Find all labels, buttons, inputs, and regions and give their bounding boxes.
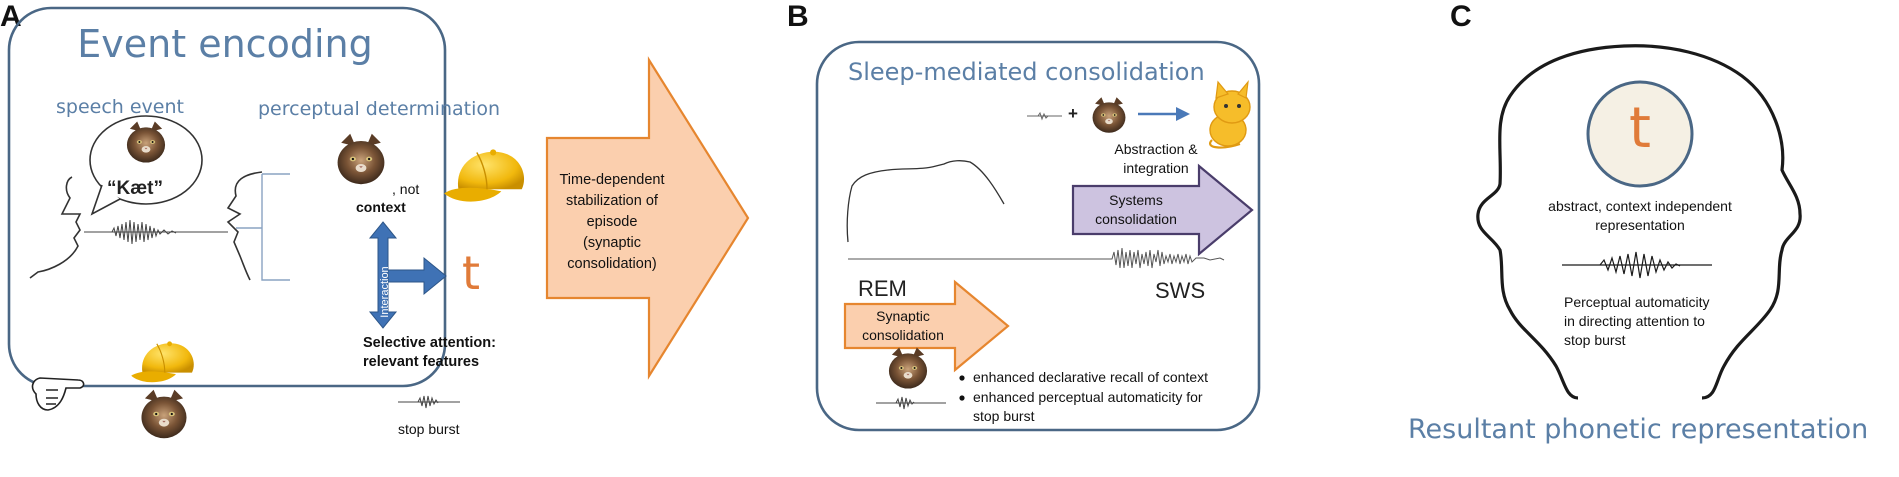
interaction-arrows xyxy=(368,221,447,329)
arrow-line-3: episode xyxy=(586,214,638,230)
attention-bracket xyxy=(236,173,290,281)
perceptual-determination-label: perceptual determination xyxy=(258,98,501,120)
perceptual-automaticity-label: Perceptual automaticity in directing att… xyxy=(1564,293,1764,350)
synaptic-line-1: Synaptic xyxy=(876,308,930,324)
panel-b-cat-icon xyxy=(888,347,928,389)
context-label: context xyxy=(356,199,406,215)
not-label: , not xyxy=(392,181,420,197)
bullet-1-text: enhanced declarative recall of context xyxy=(973,369,1209,385)
panel-b-stop-burst-waveform xyxy=(876,396,946,410)
bullet-2-text: enhanced perceptual automaticity for xyxy=(973,389,1203,405)
sws-label: SWS xyxy=(1155,278,1206,303)
selective-attention-label: Selective attention: xyxy=(363,335,496,351)
systems-consolidation-label: Systems consolidation xyxy=(1076,191,1196,229)
spoken-word: “Kæt” xyxy=(107,178,163,199)
panel-b-box xyxy=(815,40,1261,432)
abstraction-label: Abstraction & integration xyxy=(1086,140,1226,178)
systems-line-2: consolidation xyxy=(1095,211,1177,227)
mini-cat-icon xyxy=(1092,97,1126,133)
systems-line-1: Systems xyxy=(1109,192,1163,208)
speech-event-label: speech event xyxy=(56,96,184,118)
stabilization-arrow xyxy=(545,56,750,380)
percept-line-1: Perceptual automaticity xyxy=(1564,294,1710,310)
synaptic-consolidation-arrow xyxy=(843,279,1010,373)
relevant-features-label: relevant features xyxy=(363,354,480,370)
interaction-label: Interaction xyxy=(379,266,391,317)
perceived-cat-icon xyxy=(337,133,385,185)
sleep-curve xyxy=(846,160,1005,243)
percept-line-2: in directing attention to xyxy=(1564,313,1705,329)
plus-sign: + xyxy=(1068,104,1078,123)
abstract-line-2: representation xyxy=(1595,217,1685,233)
bottom-cat-icon xyxy=(141,389,187,439)
panel-c-letter: C xyxy=(1450,0,1472,33)
panel-a-title: Event encoding xyxy=(77,22,373,66)
t-symbol-a: t xyxy=(462,246,481,300)
head-outline xyxy=(1476,44,1802,400)
representation-circle xyxy=(1586,80,1694,188)
bullet-2-continued: stop burst xyxy=(973,408,1035,424)
synaptic-line-2: consolidation xyxy=(862,327,944,343)
cartoon-cat-icon xyxy=(1209,80,1251,149)
synaptic-consolidation-label: Synaptic consolidation xyxy=(850,307,956,345)
rem-label: REM xyxy=(858,276,907,301)
t-symbol-c: t xyxy=(1629,96,1651,161)
panel-a-box xyxy=(7,6,447,388)
distractor-cap-icon xyxy=(443,148,525,203)
abstract-representation-label: abstract, context independent representa… xyxy=(1520,197,1760,235)
speech-waveform xyxy=(84,219,228,245)
abstraction-line-1: Abstraction & xyxy=(1114,141,1198,157)
panel-b-title: Sleep-mediated consolidation xyxy=(848,58,1205,86)
arrow-line-1: Time-dependent xyxy=(559,172,665,188)
abstraction-line-2: integration xyxy=(1123,160,1189,176)
abstraction-arrow xyxy=(1138,107,1190,121)
panel-c-stop-burst-waveform xyxy=(1562,251,1712,279)
stop-burst-waveform-a xyxy=(398,395,460,409)
pointing-hand-icon xyxy=(31,377,85,411)
stop-burst-label-a: stop burst xyxy=(398,421,460,437)
bullet-dot-1 xyxy=(959,375,965,381)
bullet-dot-2 xyxy=(959,395,965,401)
listener-face-profile xyxy=(226,171,263,281)
systems-consolidation-arrow xyxy=(1071,163,1254,257)
arrow-line-5: consolidation) xyxy=(567,256,657,272)
arrow-line-2: stabilization of xyxy=(566,193,658,209)
speaker-face-profile xyxy=(29,176,82,279)
panel-b-letter: B xyxy=(787,0,809,33)
abstract-line-1: abstract, context independent xyxy=(1548,198,1732,214)
eeg-trace xyxy=(848,247,1225,269)
percept-line-3: stop burst xyxy=(1564,332,1626,348)
top-mini-waveform xyxy=(1027,111,1062,121)
bubble-cat-icon xyxy=(126,121,166,163)
panel-c-title: Resultant phonetic representation xyxy=(1408,414,1869,445)
bottom-cap-icon xyxy=(130,340,195,383)
stabilization-arrow-text: Time-dependent stabilization of episode … xyxy=(548,170,676,275)
arrow-line-4: (synaptic xyxy=(582,235,642,251)
speech-bubble-tail xyxy=(90,184,121,216)
